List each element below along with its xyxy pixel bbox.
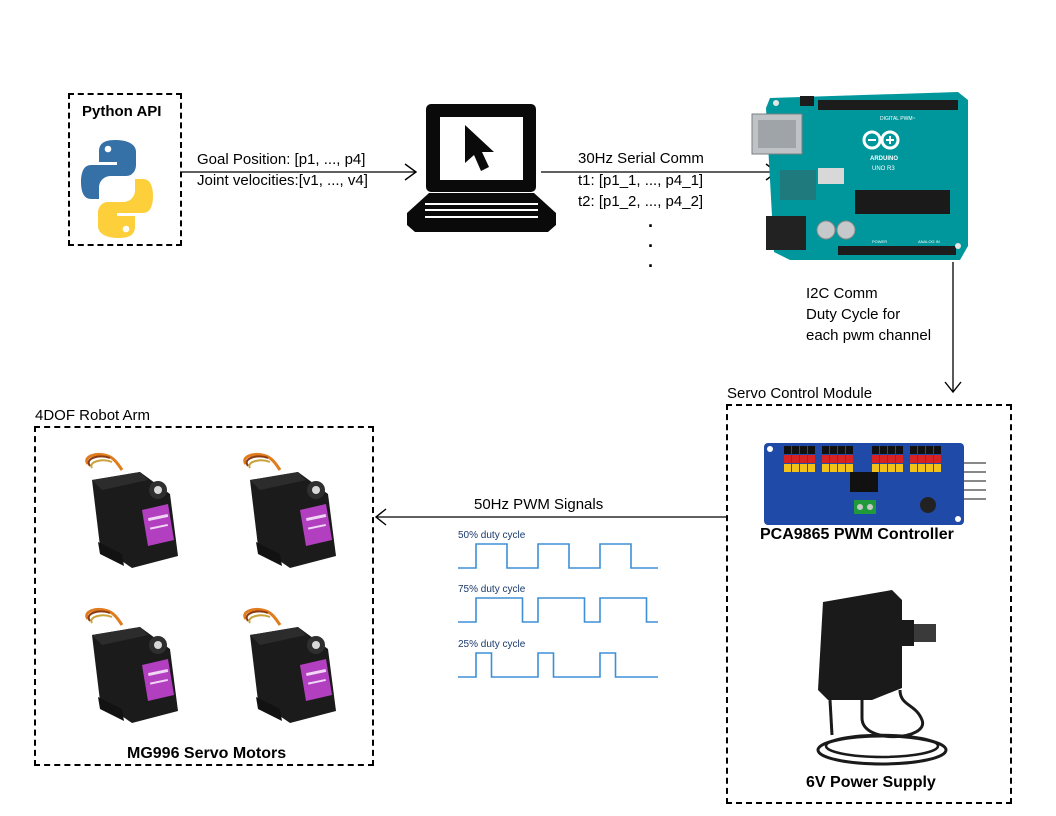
arduino-digital-text: DIGITAL PWM~ [880, 116, 916, 122]
duty-label-25: 25% duty cycle [458, 639, 526, 650]
serial-t1-label: t1: [p1_1, ..., p4_1] [578, 172, 704, 189]
robot-arm-box [34, 426, 374, 766]
servo-motor-icon [243, 452, 336, 568]
duty-label-50: 50% duty cycle [458, 530, 526, 541]
power-supply-label: 6V Power Supply [806, 774, 936, 791]
python-api-box [68, 93, 182, 246]
pwm-waveforms [458, 543, 658, 678]
serial-ellipsis-1: · [648, 216, 654, 236]
servo-module-title: Servo Control Module [727, 385, 873, 402]
i2c-channel-label: each pwm channel [806, 327, 932, 344]
joint-velocities-label: Joint velocities:[v1, ..., v4] [197, 172, 368, 189]
servo-motor-icon [243, 607, 336, 723]
cursor-icon [465, 125, 494, 171]
pwm-waveform-2 [458, 597, 658, 623]
pwm-signals-title: 50Hz PWM Signals [474, 496, 604, 513]
pwm-waveform-3 [458, 652, 658, 678]
python-api-title: Python API [82, 103, 162, 120]
servo-module-box [726, 404, 1012, 804]
serial-ellipsis-3: · [648, 256, 654, 276]
i2c-duty-label: Duty Cycle for [806, 306, 901, 323]
goal-position-label: Goal Position: [p1, ..., p4] [197, 151, 366, 168]
arduino-model-text: UNO R3 [872, 166, 895, 172]
arduino-analog-text: ANALOG IN [918, 239, 940, 244]
robot-arm-title: 4DOF Robot Arm [35, 407, 151, 424]
pwm-controller-label: PCA9865 PWM Controller [760, 526, 954, 543]
duty-label-75: 75% duty cycle [458, 584, 526, 595]
arduino-brand-text: ARDUINO [870, 156, 898, 162]
serial-t2-label: t2: [p1_2, ..., p4_2] [578, 193, 704, 210]
servo-motors-caption: MG996 Servo Motors [127, 745, 287, 762]
pwm-waveform-1 [458, 543, 658, 569]
i2c-comm-label: I2C Comm [806, 285, 878, 302]
serial-ellipsis-2: · [648, 236, 654, 256]
servo-motor-icon [85, 607, 178, 723]
arduino-power-text: POWER [872, 239, 887, 244]
serial-comm-title: 30Hz Serial Comm [578, 150, 704, 167]
servo-motor-icon [85, 452, 178, 568]
